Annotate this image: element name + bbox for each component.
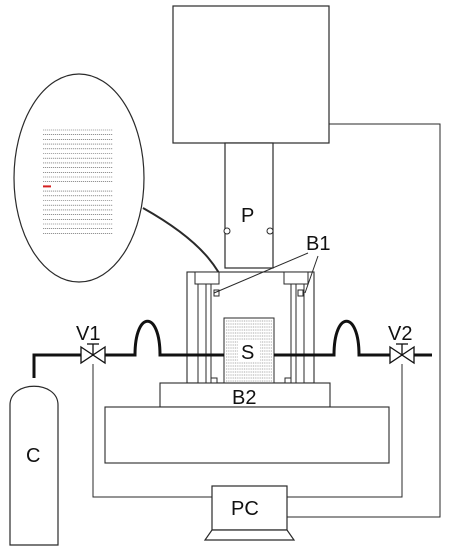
wire-v2-to-pc xyxy=(287,364,403,498)
label-c: C xyxy=(26,445,40,467)
zoom-oval xyxy=(13,73,145,283)
left-clamp-head xyxy=(194,271,220,285)
right-clamp-rod-outer xyxy=(295,283,305,388)
pc-keyboard-base xyxy=(203,529,296,541)
sample-label-bg xyxy=(238,340,260,362)
label-pc: PC xyxy=(231,498,259,520)
sample-s xyxy=(223,317,275,386)
zoomed-sample-lines xyxy=(43,129,113,234)
gas-cylinder-c xyxy=(9,385,59,546)
instrument-box xyxy=(172,5,330,144)
right-clamp-rod-inner xyxy=(290,283,297,388)
probe-right-knob xyxy=(266,227,274,235)
block-b2 xyxy=(159,382,331,408)
base-platform xyxy=(104,406,390,464)
wire-v1-to-pc xyxy=(92,364,212,498)
left-clamp-rod-inner xyxy=(205,283,212,388)
b1-leader-left xyxy=(213,252,309,294)
probe-left-knob xyxy=(223,227,231,235)
probe-p xyxy=(224,142,274,269)
label-s: S xyxy=(241,342,254,364)
b1-leader-right xyxy=(304,255,319,294)
wire-instrument-to-pc xyxy=(287,123,441,518)
valve-v1 xyxy=(80,343,106,365)
valve-v2 xyxy=(389,343,415,365)
label-b2: B2 xyxy=(232,387,256,409)
left-clamp-rod-outer xyxy=(197,283,207,388)
label-p: P xyxy=(241,205,254,227)
label-b1: B1 xyxy=(306,233,330,255)
right-clamp-head xyxy=(283,271,309,285)
gas-line xyxy=(32,320,432,378)
right-clamp-nut xyxy=(297,289,304,297)
sample-layers xyxy=(226,320,272,385)
label-v1: V1 xyxy=(76,323,100,345)
label-v2: V2 xyxy=(388,323,412,345)
